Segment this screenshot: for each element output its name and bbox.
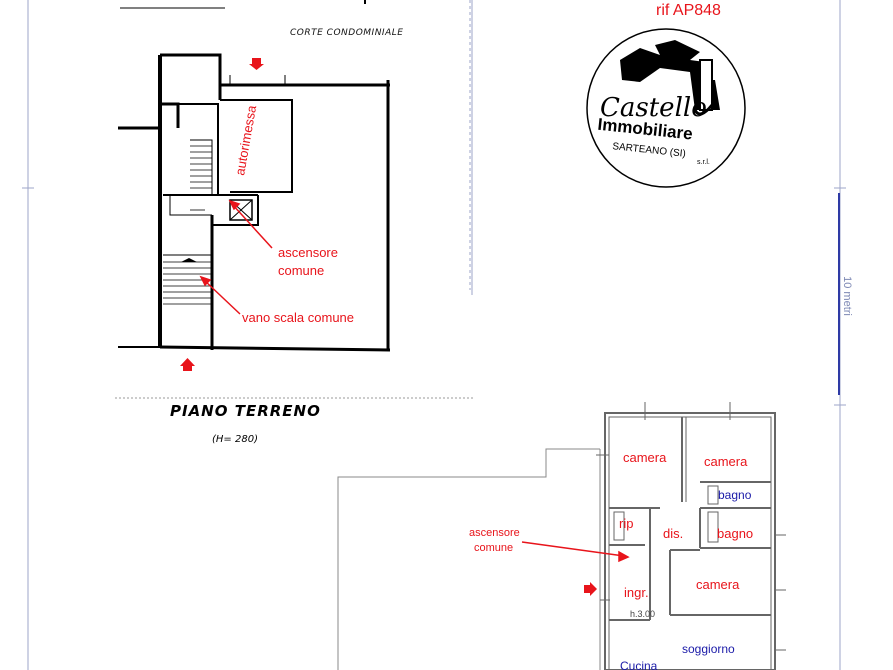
apartment-entry-arrow <box>584 582 597 596</box>
scale-label: 10 metri <box>841 276 853 316</box>
elevator-leader <box>228 199 273 249</box>
apartment-elevator-label-1: ascensore <box>469 527 520 539</box>
room-ingr: ingr. <box>624 585 649 600</box>
logo-suffix: s.r.l. <box>697 159 710 166</box>
apartment-walls <box>596 402 786 670</box>
room-bagno-1: bagno <box>718 488 752 502</box>
logo-line-1: Castello <box>600 93 707 123</box>
apartment-outline <box>337 448 601 670</box>
ground-floor-walls <box>118 53 391 352</box>
company-logo <box>586 28 746 188</box>
ground-elevator-label-1: ascensore <box>278 245 338 260</box>
room-height: h.3.00 <box>630 609 655 619</box>
top-scraps <box>120 0 366 9</box>
ground-floor-height: (H= 280) <box>212 434 258 445</box>
ground-floor-title: PIANO TERRENO <box>170 402 321 420</box>
room-cucina: Cucina <box>620 659 658 670</box>
room-rip: rip <box>619 516 633 531</box>
room-camera-3: camera <box>696 577 740 592</box>
entry-arrow-top <box>249 58 264 70</box>
entry-arrow-bottom <box>180 358 195 371</box>
garage-label: autorimessa <box>232 103 259 176</box>
stair-leader <box>199 275 241 315</box>
corte-condominiale-label: CORTE CONDOMINIALE <box>290 28 403 38</box>
room-camera-1: camera <box>623 450 667 465</box>
apartment-elevator-label-2: comune <box>474 542 513 554</box>
stair-label: vano scala comune <box>242 310 354 325</box>
room-bagno-2: bagno <box>717 526 753 541</box>
room-soggiorno: soggiorno <box>682 642 735 656</box>
stair-arrow-mark <box>181 258 197 262</box>
ground-elevator-label-2: comune <box>278 263 324 278</box>
room-camera-2: camera <box>704 454 748 469</box>
reference-code: rif AP848 <box>656 2 721 19</box>
room-dis: dis. <box>663 526 683 541</box>
apartment-elevator-leader <box>521 541 630 563</box>
